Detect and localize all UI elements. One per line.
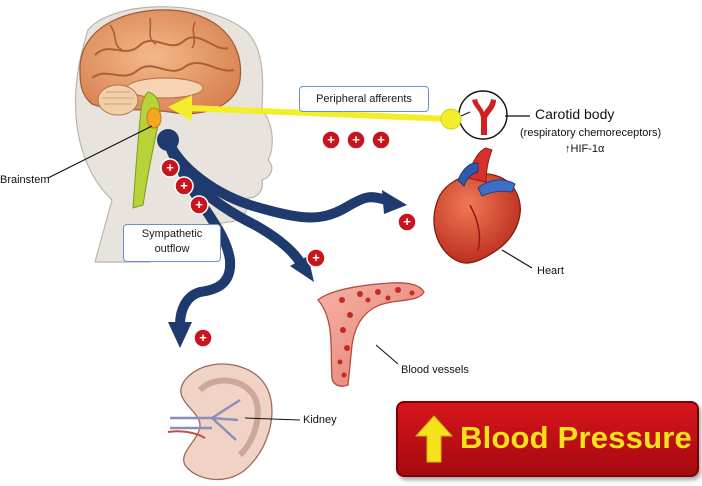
blood-pressure-label: Blood Pressure bbox=[460, 420, 692, 455]
svg-text:+: + bbox=[166, 160, 174, 175]
svg-text:+: + bbox=[352, 132, 360, 147]
plus-badge: + bbox=[174, 176, 194, 196]
plus-badge: + bbox=[306, 248, 326, 268]
svg-text:+: + bbox=[195, 197, 203, 212]
brain-illustration bbox=[79, 9, 242, 116]
plus-badge: + bbox=[321, 130, 341, 150]
kidney-illustration bbox=[167, 363, 301, 481]
plus-badges: + + + + + + + + + bbox=[160, 130, 417, 348]
chemoreceptors-label: (respiratory chemoreceptors) bbox=[520, 127, 662, 139]
peripheral-afferents-box: Peripheral afferents bbox=[299, 86, 429, 112]
heart-label: Heart bbox=[537, 265, 564, 277]
outflow-label: outflow bbox=[154, 243, 190, 255]
heart-illustration bbox=[433, 147, 521, 264]
svg-text:+: + bbox=[180, 178, 188, 193]
sympathetic-label: Sympathetic bbox=[141, 228, 203, 240]
plus-badge: + bbox=[189, 195, 209, 215]
plus-badge: + bbox=[160, 158, 180, 178]
hif-label: ↑HIF-1α bbox=[565, 143, 605, 155]
afferent-arrow bbox=[168, 95, 471, 130]
carotid-body-label: Carotid body bbox=[535, 106, 615, 122]
svg-text:+: + bbox=[327, 132, 335, 147]
peripheral-afferents-label: Peripheral afferents bbox=[316, 93, 412, 105]
blood-pressure-box: Blood Pressure bbox=[396, 401, 699, 477]
plus-badge: + bbox=[193, 328, 213, 348]
svg-text:+: + bbox=[377, 132, 385, 147]
plus-badge: + bbox=[371, 130, 391, 150]
svg-text:+: + bbox=[312, 250, 320, 265]
plus-badge: + bbox=[346, 130, 366, 150]
brainstem-illustration bbox=[132, 91, 162, 209]
leader-lines bbox=[47, 115, 533, 269]
blood-vessels-label: Blood vessels bbox=[401, 364, 469, 376]
sympathetic-outflow-box: Sympathetic outflow bbox=[123, 224, 221, 262]
brainstem-label: Brainstem bbox=[0, 174, 50, 186]
carotid-body-illustration bbox=[458, 90, 508, 140]
kidney-label: Kidney bbox=[303, 414, 337, 426]
svg-text:+: + bbox=[403, 214, 411, 229]
up-arrow-icon bbox=[414, 415, 454, 463]
svg-text:+: + bbox=[199, 330, 207, 345]
blood-vessel-illustration bbox=[317, 282, 425, 387]
plus-badge: + bbox=[397, 212, 417, 232]
